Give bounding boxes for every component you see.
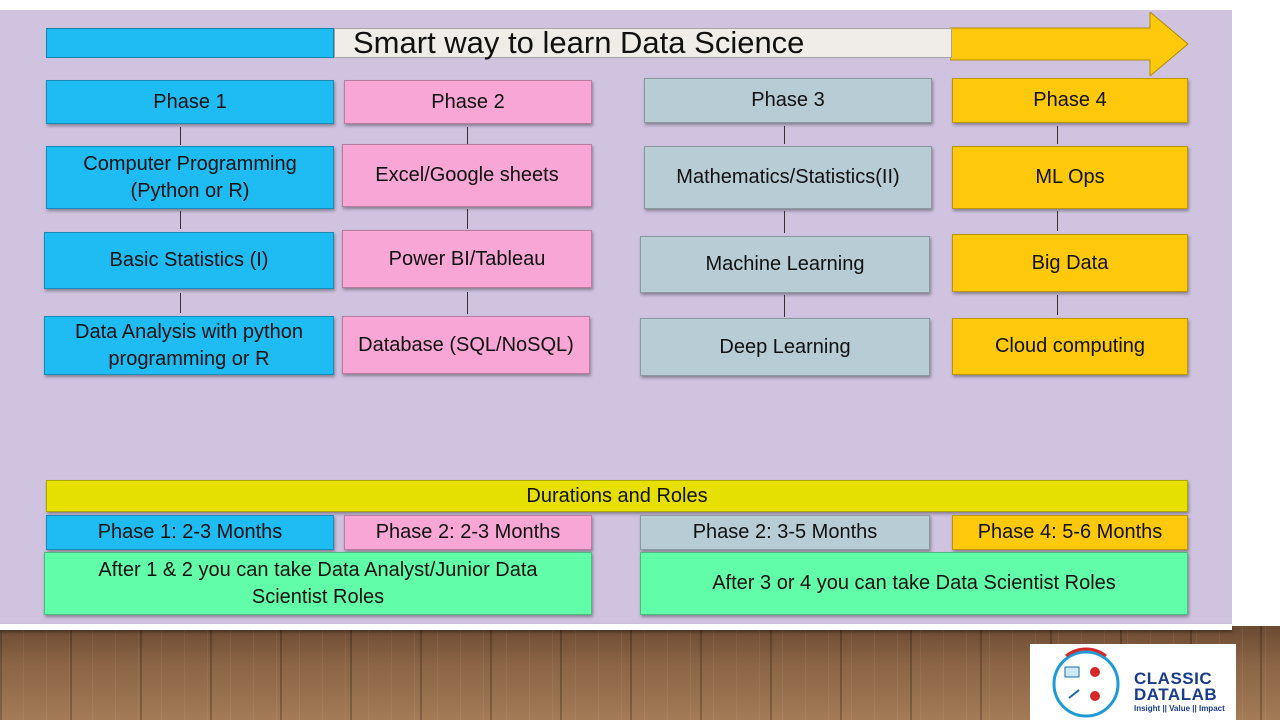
phase-2-topic-2: Power BI/Tableau [342, 230, 592, 288]
durations-header: Durations and Roles [46, 480, 1188, 512]
phase-2-header: Phase 2 [344, 80, 592, 124]
connector-line [180, 127, 181, 145]
logo-circle-icon [1032, 644, 1128, 720]
duration-phase-2: Phase 2: 2-3 Months [344, 515, 592, 550]
roles-after-phase-1-2: After 1 & 2 you can take Data Analyst/Ju… [44, 552, 592, 615]
phase-4-topic-3: Cloud computing [952, 318, 1188, 375]
roles-after-phase-3-4: After 3 or 4 you can take Data Scientist… [640, 552, 1188, 615]
connector-line [1057, 126, 1058, 144]
phase-1-topic-2: Basic Statistics (I) [44, 232, 334, 289]
connector-line [180, 211, 181, 229]
phase-1-topic-1: Computer Programming (Python or R) [46, 146, 334, 209]
phase-4-topic-1: ML Ops [952, 146, 1188, 209]
duration-phase-4: Phase 4: 5-6 Months [952, 515, 1188, 550]
phase-3-topic-2: Machine Learning [640, 236, 930, 293]
connector-line [1057, 295, 1058, 315]
connector-line [467, 209, 468, 229]
connector-line [467, 127, 468, 145]
phase-2-topic-3: Database (SQL/NoSQL) [342, 316, 590, 374]
phase-2-topic-1: Excel/Google sheets [342, 144, 592, 207]
connector-line [784, 211, 785, 233]
logo-text-datalab: DATALAB [1134, 685, 1218, 704]
classic-datalab-logo: CLASSIC DATALAB Insight || Value || Impa… [1030, 644, 1236, 720]
logo-tagline: Insight || Value || Impact [1134, 704, 1225, 713]
title-arrow-icon [950, 12, 1189, 76]
phase-3-header: Phase 3 [644, 78, 932, 123]
phase-4-topic-2: Big Data [952, 234, 1188, 292]
phase-1-header: Phase 1 [46, 80, 334, 124]
slide-title: Smart way to learn Data Science [334, 27, 952, 58]
slide-background: Smart way to learn Data Science Phase 1 … [0, 0, 1232, 626]
connector-line [180, 293, 181, 313]
connector-line [784, 126, 785, 144]
phase-4-header: Phase 4 [952, 78, 1188, 123]
connector-line [467, 292, 468, 314]
duration-phase-3: Phase 2: 3-5 Months [640, 515, 930, 550]
title-bar-left-segment [46, 28, 334, 58]
phase-1-topic-3: Data Analysis with python programming or… [44, 316, 334, 375]
phase-3-topic-3: Deep Learning [640, 318, 930, 376]
slide-bottom-edge [0, 624, 1232, 630]
connector-line [784, 295, 785, 317]
phase-3-topic-1: Mathematics/Statistics(II) [644, 146, 932, 209]
connector-line [1057, 211, 1058, 231]
logo-text-classic: CLASSIC [1134, 669, 1213, 688]
duration-phase-1: Phase 1: 2-3 Months [46, 515, 334, 550]
